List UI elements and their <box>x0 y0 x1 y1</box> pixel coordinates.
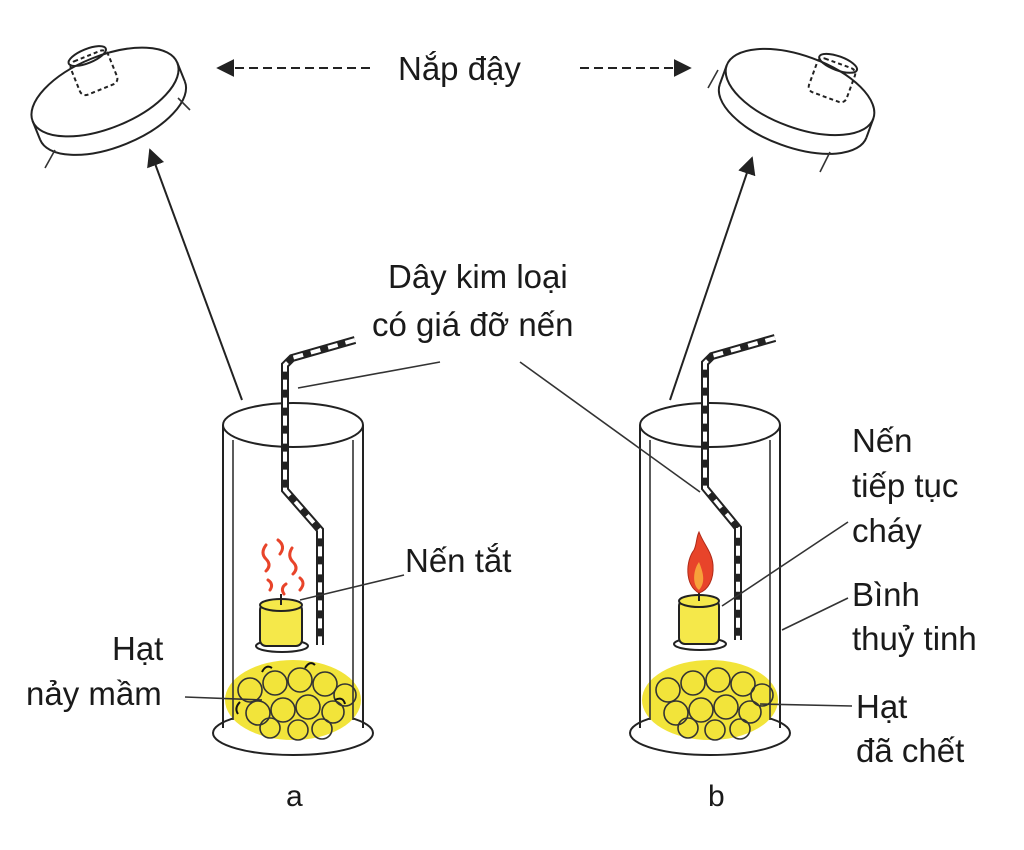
lid-right <box>707 47 876 173</box>
lid-left <box>30 45 191 169</box>
candle-burning-label-line1: Nến <box>852 422 913 459</box>
jar-a <box>212 336 374 756</box>
dead-label-line2: đã chết <box>856 732 964 769</box>
smoke-icon <box>261 538 305 596</box>
wire-label-line1: Dây kim loại <box>388 258 568 295</box>
germinating-seeds <box>225 660 361 741</box>
candle-burning-label-line2: tiếp tục <box>852 467 958 504</box>
wire-leader-a <box>297 361 441 389</box>
panel-a-label: a <box>286 780 303 813</box>
dead-leader <box>759 703 853 707</box>
wire-label-line2: có giá đỡ nến <box>372 306 573 343</box>
jar-leader <box>781 597 849 631</box>
panel-b-label: b <box>708 780 725 813</box>
candle-burning-leader <box>721 521 849 607</box>
candle-out-leader <box>299 574 405 601</box>
jar-label-line2: thuỷ tinh <box>852 620 977 657</box>
candle-burning-label-line3: cháy <box>852 512 922 549</box>
dead-seeds <box>642 660 778 741</box>
germinating-label-line2: nảy mầm <box>26 675 162 712</box>
jar-label-line1: Bình <box>852 576 920 613</box>
germinating-label-line1: Hạt <box>112 630 163 667</box>
jar-b <box>629 334 791 756</box>
germinating-leader <box>184 696 263 701</box>
jar-b-to-lid-arrow <box>669 156 756 401</box>
lid-label: Nắp đậy <box>398 50 521 87</box>
wire-leader-b <box>519 361 701 493</box>
candle-out-label: Nến tắt <box>405 542 511 579</box>
dead-label-line1: Hạt <box>856 688 907 725</box>
jar-a-to-lid-arrow <box>147 148 243 401</box>
candle-burning <box>678 590 720 645</box>
candle-out <box>259 594 303 647</box>
